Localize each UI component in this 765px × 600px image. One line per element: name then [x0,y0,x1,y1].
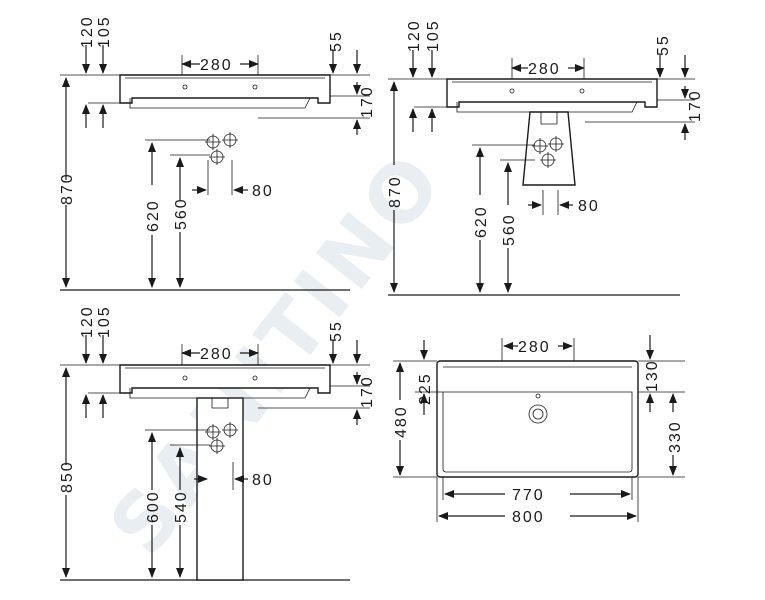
dim-850: 850 [59,460,76,493]
dim-170: 170 [359,375,376,408]
dim-330: 330 [667,420,684,453]
dim-620: 620 [145,199,162,232]
dim-120: 120 [406,19,423,52]
view-full-pedestal-front: 120 105 280 55 170 850 600 540 80 [59,305,376,581]
dim-870: 870 [59,172,76,205]
dim-600: 600 [145,490,162,523]
water-inlet-symbol [205,132,238,165]
dim-560: 560 [501,213,518,246]
drain-circle [528,404,548,424]
dim-280: 280 [518,339,551,356]
dim-800: 800 [512,509,545,526]
dim-480: 480 [393,405,410,438]
dim-120: 120 [79,15,96,48]
dim-55: 55 [655,34,672,56]
half-pedestal [522,111,576,186]
dim-105: 105 [425,19,442,52]
dim-770: 770 [512,487,545,504]
basin-outline [119,364,331,394]
dim-80: 80 [578,198,600,215]
dim-280: 280 [200,346,233,363]
dim-280: 280 [528,61,561,78]
dim-225: 225 [417,372,434,405]
dim-80: 80 [252,472,274,489]
view-plan-top: 280 480 225 130 330 770 800 [393,335,685,526]
dim-105: 105 [96,305,113,338]
dim-55: 55 [328,320,345,342]
dim-170: 170 [359,85,376,118]
view-half-pedestal-front: 120 105 280 55 170 870 620 560 80 [387,19,704,296]
full-pedestal [196,397,244,581]
water-inlet-symbol [205,422,238,454]
dim-870: 870 [387,175,404,208]
water-inlet-symbol [532,136,564,168]
basin-outline [446,78,658,108]
dim-620: 620 [473,205,490,238]
dim-540: 540 [173,490,190,523]
dim-55: 55 [328,30,345,52]
dim-105: 105 [96,15,113,48]
view-wall-mounted-front: 120 105 280 55 170 870 620 560 80 [59,15,376,291]
dim-170: 170 [687,89,704,122]
dim-560: 560 [173,197,190,230]
dim-280: 280 [200,57,233,74]
dim-120: 120 [79,305,96,338]
dim-130: 130 [644,359,661,392]
basin-outline [119,74,331,104]
dim-80: 80 [252,183,274,200]
